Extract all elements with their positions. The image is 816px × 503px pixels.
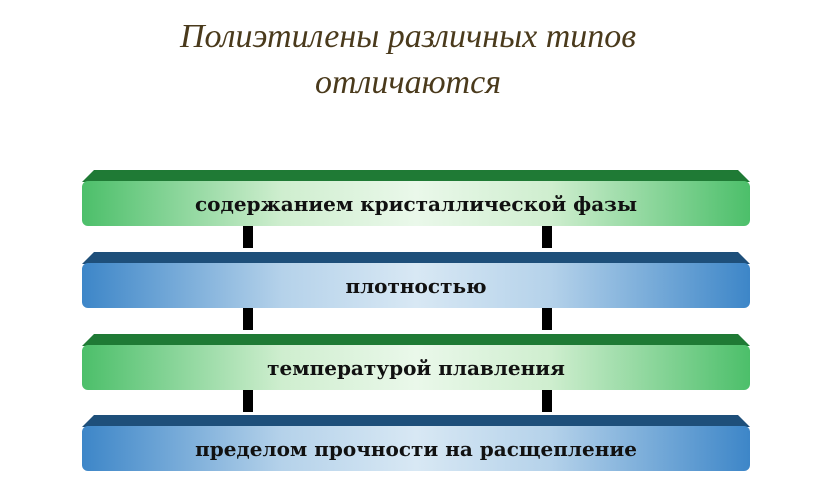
item-label-crystalline: содержанием кристаллической фазы [82, 181, 750, 226]
connector-right-1 [542, 226, 552, 248]
item-bar-crystalline: содержанием кристаллической фазы [82, 170, 750, 226]
bar-top-edge [82, 415, 750, 427]
connector-left-2 [243, 308, 253, 330]
connector-left-1 [243, 226, 253, 248]
bar-top-edge [82, 252, 750, 264]
connector-right-3 [542, 390, 552, 412]
item-bar-melting: температурой плавления [82, 334, 750, 390]
slide-title: Полиэтилены различных типов отличаются [0, 14, 816, 106]
title-line-2: отличаются [314, 64, 502, 101]
bar-top-edge [82, 334, 750, 346]
item-label-strength: пределом прочности на расщепление [82, 426, 750, 471]
connector-right-2 [542, 308, 552, 330]
item-bar-strength: пределом прочности на расщепление [82, 415, 750, 471]
connector-left-3 [243, 390, 253, 412]
item-bar-density: плотностью [82, 252, 750, 308]
bar-top-edge [82, 170, 750, 182]
item-label-density: плотностью [82, 263, 750, 308]
item-label-melting: температурой плавления [82, 345, 750, 390]
title-line-1: Полиэтилены различных типов [179, 18, 637, 55]
